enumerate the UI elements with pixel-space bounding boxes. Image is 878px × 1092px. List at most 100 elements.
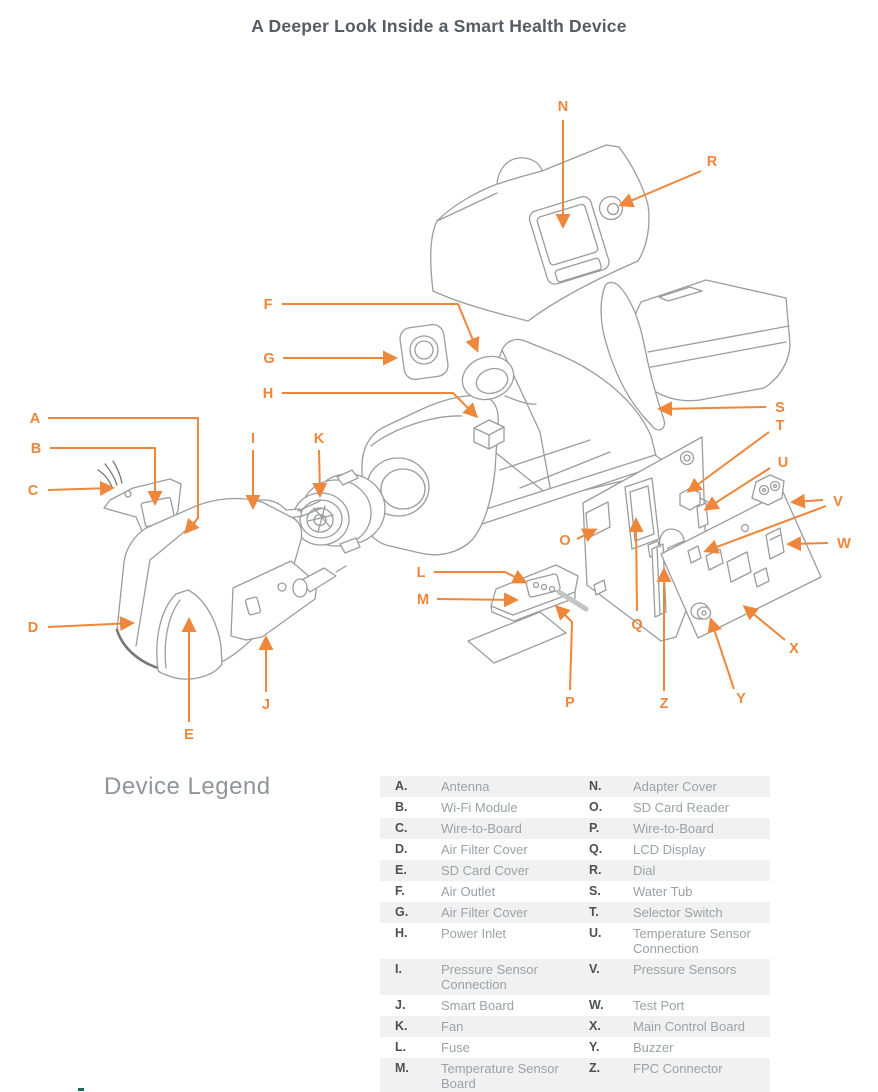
legend-name: SD Card Reader	[633, 800, 730, 815]
part-main-housing	[451, 338, 667, 531]
legend-name: Wi-Fi Module	[441, 800, 518, 815]
callout-z: Z	[660, 696, 669, 712]
callout-letters: A B C D E F G H I J K L M N O P Q R S T …	[28, 99, 851, 743]
legend-row: M. Temperature Sensor Board Z. FPC Conne…	[380, 1058, 770, 1092]
legend-row: K. Fan X. Main Control Board	[380, 1016, 770, 1037]
legend-name: Dial	[633, 863, 656, 878]
leader-lines	[47, 120, 829, 722]
part-pad	[467, 611, 567, 664]
leader-Q	[628, 517, 644, 612]
legend-name: SD Card Cover	[441, 863, 530, 878]
legend-name: Power Inlet	[441, 926, 507, 941]
leader-D	[47, 616, 135, 632]
part-adapter-cover	[430, 144, 650, 322]
legend-key: T.	[589, 905, 599, 919]
callout-c: C	[28, 483, 39, 499]
part-temp-sensor-board	[467, 564, 589, 664]
legend-key: G.	[395, 905, 409, 919]
leader-O	[576, 528, 598, 543]
legend-key: W.	[589, 998, 604, 1012]
legend-name: Adapter Cover	[633, 779, 717, 794]
callout-q: Q	[631, 617, 642, 633]
legend-key: Z.	[589, 1061, 601, 1075]
legend-name: Antenna	[441, 779, 490, 794]
callout-i: I	[251, 431, 255, 447]
leader-A	[48, 417, 200, 535]
legend-key: E.	[395, 863, 407, 877]
callout-n: N	[558, 99, 568, 115]
legend-name: Air Filter Cover	[441, 905, 528, 920]
legend-name: LCD Display	[633, 842, 706, 857]
callout-m: M	[417, 592, 429, 608]
legend-key: M.	[395, 1061, 409, 1075]
legend-key: D.	[395, 842, 408, 856]
part-air-filter-cover-small	[399, 323, 449, 381]
leader-R	[618, 170, 702, 208]
legend-key: B.	[395, 800, 408, 814]
leader-T	[686, 431, 770, 493]
leader-K	[312, 449, 328, 498]
leader-F	[282, 303, 480, 353]
legend-name: Main Control Board	[633, 1019, 745, 1034]
legend-key: P.	[589, 821, 600, 835]
callout-o: O	[559, 533, 570, 549]
legend-name: Fuse	[441, 1040, 470, 1055]
part-air-outlet	[461, 355, 537, 405]
legend-name: Temperature Sensor Board	[441, 1061, 559, 1091]
leader-X	[742, 605, 786, 641]
legend-key: N.	[589, 779, 602, 793]
legend-key: F.	[395, 884, 405, 898]
leader-V1	[790, 493, 824, 509]
leader-C	[47, 480, 115, 496]
callout-j: J	[262, 697, 270, 713]
legend-row: G. Air Filter Cover T. Selector Switch	[380, 902, 770, 923]
legend-key: O.	[589, 800, 603, 814]
legend-key: X.	[589, 1019, 601, 1033]
legend-row: B. Wi-Fi Module O. SD Card Reader	[380, 797, 770, 818]
legend-name: Smart Board	[441, 998, 514, 1013]
part-power-inlet	[473, 419, 505, 450]
callout-k: K	[314, 431, 325, 447]
legend-row: H. Power Inlet U. Temperature Sensor Con…	[380, 923, 770, 959]
leader-M	[436, 592, 519, 608]
leader-P	[554, 604, 573, 691]
callout-v: V	[833, 494, 843, 510]
legend-name: Fan	[441, 1019, 464, 1034]
legend-name: Pressure Sensor Connection	[441, 962, 538, 992]
leader-L	[434, 569, 528, 584]
legend-key: I.	[395, 962, 402, 976]
leader-U	[703, 467, 771, 511]
part-wire-to-board-p	[556, 589, 589, 612]
callout-h: H	[263, 386, 273, 402]
legend-key: K.	[395, 1019, 408, 1033]
legend-heading: Device Legend	[104, 773, 271, 800]
legend-name: Pressure Sensors	[633, 962, 737, 977]
legend-name: Test Port	[633, 998, 685, 1013]
legend-key: V.	[589, 962, 600, 976]
leader-B	[50, 447, 163, 506]
legend-name: Air Filter Cover	[441, 842, 528, 857]
legend-name: Selector Switch	[633, 905, 723, 920]
callout-s: S	[775, 400, 785, 416]
part-main-control-board	[660, 474, 822, 639]
legend-row: E. SD Card Cover R. Dial	[380, 860, 770, 881]
legend-name: Buzzer	[633, 1040, 674, 1055]
callout-d: D	[28, 620, 38, 636]
callout-w: W	[837, 536, 851, 552]
legend-row: C. Wire-to-Board P. Wire-to-Board	[380, 818, 770, 839]
legend-row: I. Pressure Sensor Connection V. Pressur…	[380, 959, 770, 995]
callout-l: L	[417, 565, 426, 581]
legend-key: Y.	[589, 1040, 600, 1054]
stray-pixel-artifact	[78, 1088, 84, 1091]
legend-name: Wire-to-Board	[441, 821, 522, 836]
legend-row: L. Fuse Y. Buzzer	[380, 1037, 770, 1058]
callout-g: G	[263, 351, 274, 367]
legend-key: L.	[395, 1040, 407, 1054]
part-smart-board	[230, 560, 347, 641]
callout-u: U	[778, 455, 788, 471]
leader-W	[786, 536, 829, 552]
legend-name: Wire-to-Board	[633, 821, 714, 836]
legend-key: S.	[589, 884, 601, 898]
